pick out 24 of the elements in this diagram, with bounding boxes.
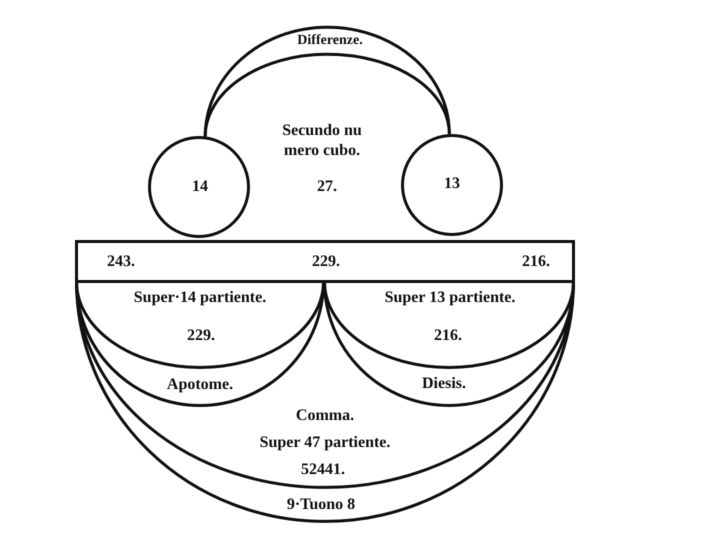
region-number: 216. <box>434 328 462 344</box>
region-number: 229. <box>187 328 215 344</box>
circle-node <box>401 134 503 236</box>
band-number: 216. <box>522 254 550 270</box>
circle-number: 13 <box>444 176 460 192</box>
number-band <box>75 240 575 283</box>
region-title: Comma. <box>296 408 354 424</box>
semicircle-region <box>323 280 575 369</box>
region-title: Super 13 partiente. <box>384 290 516 306</box>
circle-number: 14 <box>192 179 208 195</box>
region-number: 52441. <box>301 462 345 478</box>
semicircle-region <box>75 280 325 369</box>
number-label: 27. <box>317 179 337 195</box>
band-number: 229. <box>312 254 340 270</box>
band-number: 243. <box>107 254 135 270</box>
region-title: Super·14 partiente. <box>134 290 266 306</box>
region-title: Apotome. <box>166 377 234 393</box>
region-title: Diesis. <box>422 376 466 392</box>
region-title: 9·Tuono 8 <box>286 497 356 513</box>
semicircle-region <box>75 280 325 407</box>
region-title: Super 47 partiente. <box>260 435 390 451</box>
caption-text: Secundo nu mero cubo. <box>281 121 363 161</box>
semicircle-region <box>323 280 575 407</box>
circle-node <box>148 136 250 238</box>
